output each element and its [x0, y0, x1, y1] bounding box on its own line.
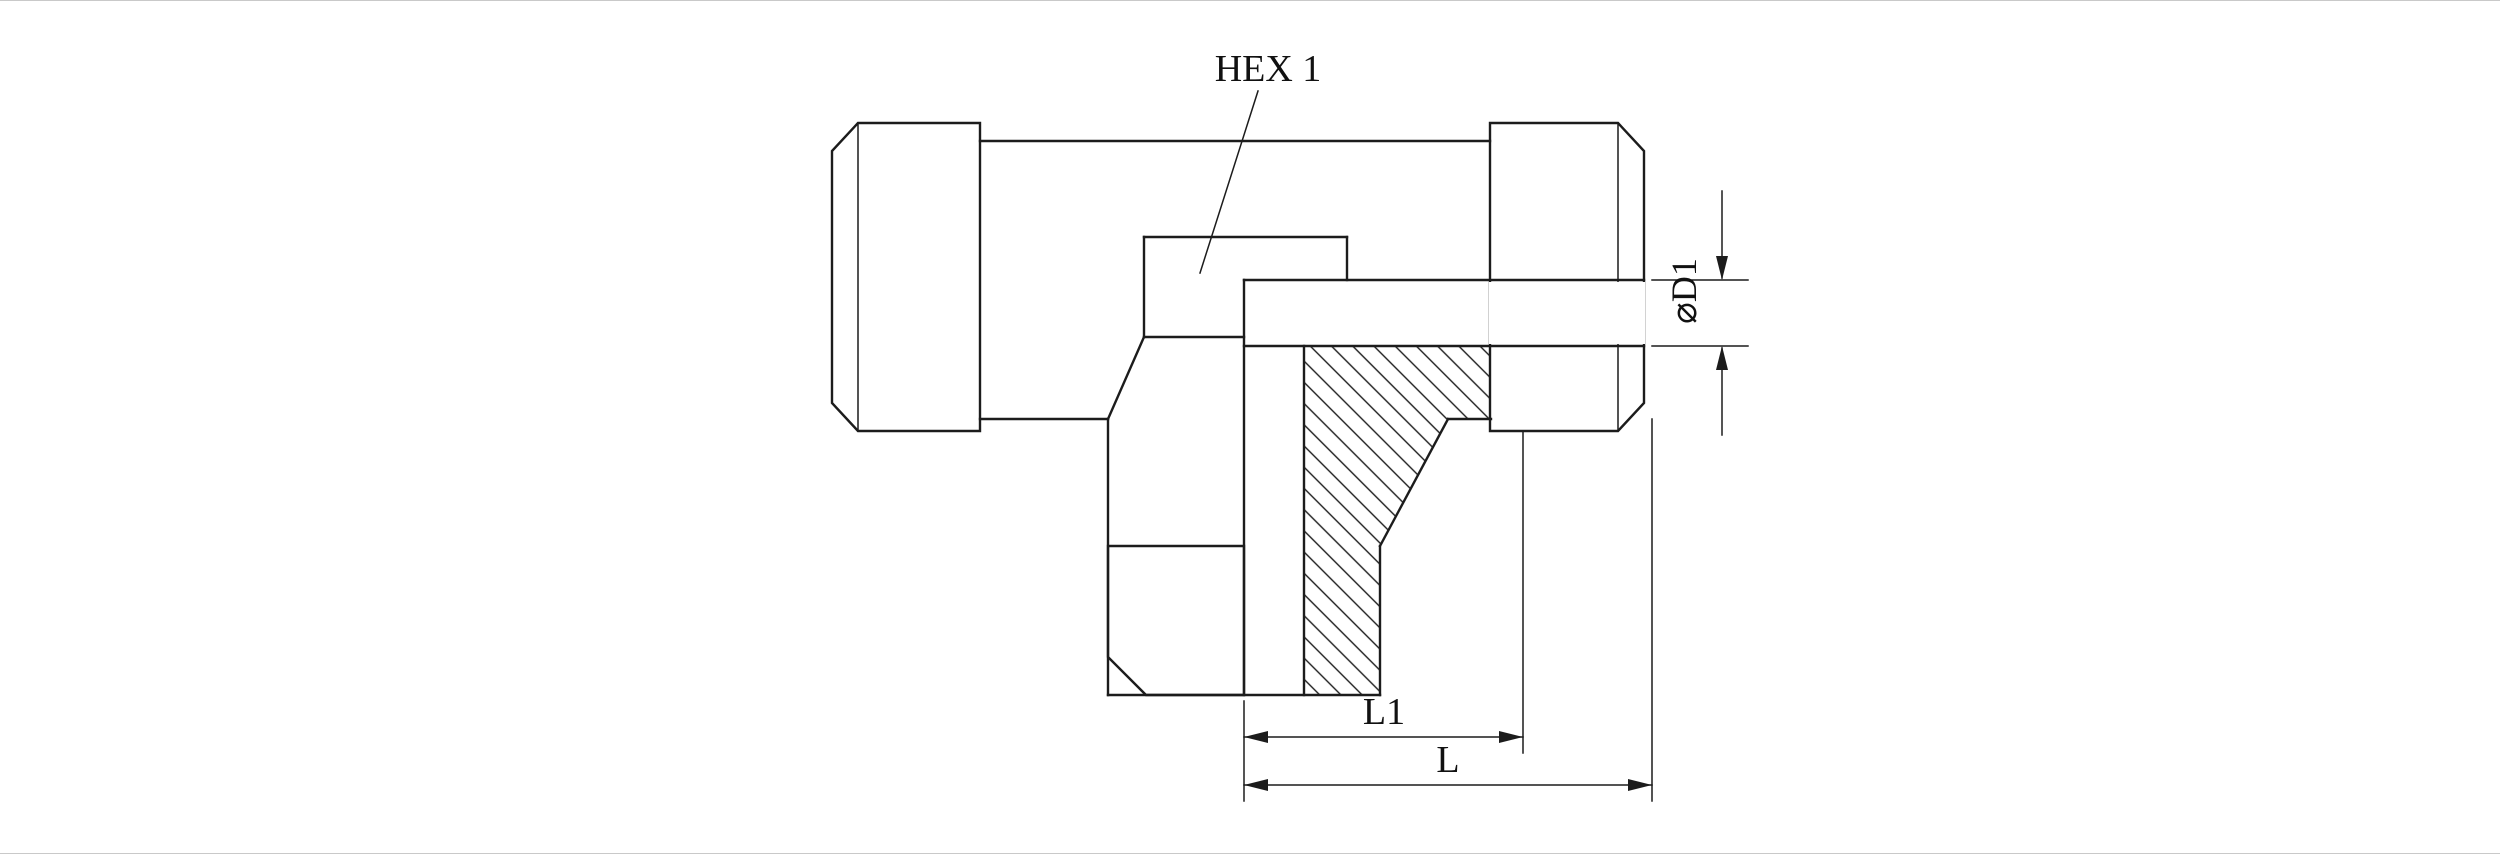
l-arrow-right: [1628, 779, 1652, 791]
l1-arrow-left: [1244, 731, 1268, 743]
body-outline: [978, 139, 1646, 697]
hex-cone-right: [1378, 417, 1450, 548]
l1-label: L1: [1363, 691, 1405, 733]
l1-arrow-right: [1499, 731, 1523, 743]
dimension-l: L: [1243, 418, 1653, 802]
l-label: L: [1436, 739, 1459, 781]
section-hatch: [1304, 346, 1491, 695]
hex1-callout: HEX 1: [1199, 48, 1322, 274]
hex-section: [1142, 235, 1349, 339]
dimension-l1: L1: [1243, 430, 1524, 802]
hex1-leader-line: [1199, 90, 1259, 274]
hex1-label: HEX 1: [1215, 48, 1322, 90]
d1-arrow-down: [1716, 256, 1728, 280]
dimension-d1: ⌀D1: [1651, 190, 1749, 436]
d1-label: ⌀D1: [1664, 258, 1704, 324]
d1-arrow-up: [1716, 346, 1728, 370]
l-arrow-left: [1244, 779, 1268, 791]
right-thread: [1488, 121, 1646, 433]
right-thread-bore-cutout: [1489, 282, 1645, 344]
bottom-thread: [1106, 544, 1246, 697]
hex-cone-left: [1106, 335, 1146, 421]
left-thread: [830, 121, 982, 433]
